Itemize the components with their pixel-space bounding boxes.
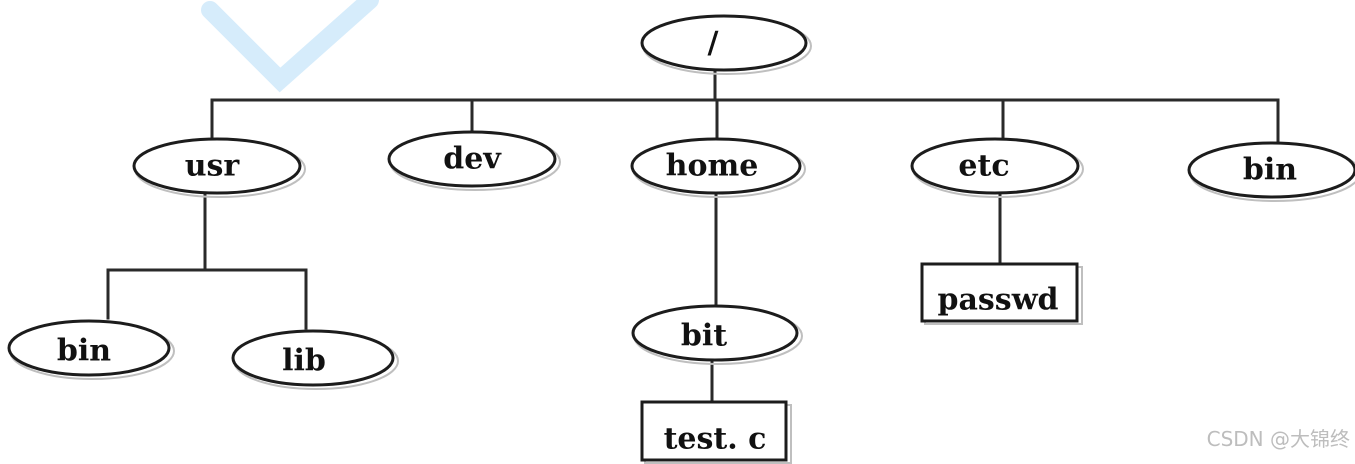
node-home-label: home (666, 149, 759, 184)
node-root-label: / (708, 26, 719, 61)
watermark-text: CSDN @大锦终 (1207, 427, 1350, 451)
node-usr: usr (132, 137, 306, 198)
node-usr-label: usr (185, 149, 241, 184)
node-usr-bin-label: bin (57, 334, 111, 369)
node-usr-bin: bin (7, 319, 175, 380)
background-decoration (201, 0, 379, 93)
node-bin-root: bin (1187, 141, 1355, 202)
node-test-c-label: test. c (664, 422, 767, 457)
node-home: home (630, 137, 806, 198)
node-dev-label: dev (443, 142, 502, 177)
node-usr-lib: lib (231, 329, 399, 390)
node-etc-label: etc (958, 149, 1009, 184)
tree-nodes: / usr dev home etc bin (7, 14, 1355, 464)
node-bit: bit (631, 304, 803, 365)
node-passwd-label: passwd (938, 283, 1059, 318)
node-dev: dev (387, 130, 561, 191)
node-bin-root-label: bin (1243, 153, 1297, 188)
node-bit-label: bit (681, 319, 727, 354)
node-passwd: passwd (920, 262, 1083, 325)
node-root: / (640, 14, 812, 75)
node-test-c: test. c (640, 400, 792, 464)
node-etc: etc (910, 137, 1084, 198)
node-usr-lib-label: lib (282, 344, 326, 379)
tree-edges (106, 70, 1280, 404)
